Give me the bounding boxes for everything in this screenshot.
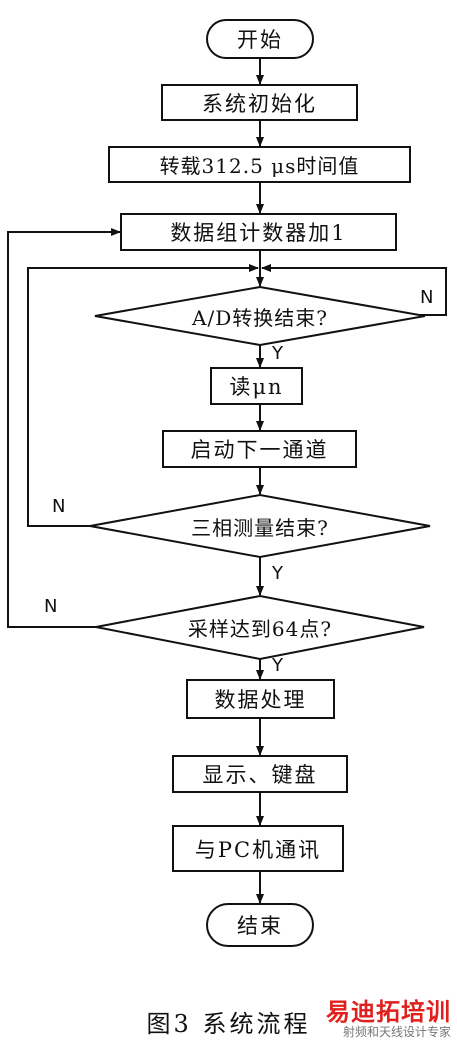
sample-yes-label: Y <box>272 655 283 676</box>
watermark-subtitle: 射频和天线设计专家 <box>342 1025 451 1039</box>
phase-yes-label: Y <box>272 563 283 584</box>
init-box: 系统初始化 <box>161 84 358 121</box>
phase-no-label: N <box>52 496 66 517</box>
next-channel-box: 启动下一通道 <box>162 430 357 468</box>
process-box: 数据处理 <box>186 679 335 719</box>
watermark: 易迪拓培训 射频和天线设计专家 <box>326 1000 451 1038</box>
watermark-brand: 易迪拓培训 <box>326 998 451 1026</box>
ad-no-label: N <box>420 287 434 308</box>
figure-caption: 图3 系统流程 <box>146 1010 311 1038</box>
ad-done-decision: A/D转换结束? <box>192 305 328 330</box>
ad-yes-label: Y <box>272 343 283 364</box>
read-box: 读μn <box>210 367 303 405</box>
pc-comm-box: 与PC机通讯 <box>172 825 344 872</box>
three-phase-decision: 三相测量结束? <box>191 515 329 540</box>
display-keyboard-box: 显示、键盘 <box>172 755 348 793</box>
sample-64-decision: 采样达到64点? <box>187 616 333 641</box>
end-terminal: 结束 <box>206 903 314 947</box>
start-terminal: 开始 <box>206 19 314 59</box>
sample-no-label: N <box>44 596 58 617</box>
load-timer-box: 转载312.5 μs时间值 <box>108 146 411 183</box>
counter-increment-box: 数据组计数器加1 <box>120 213 397 251</box>
